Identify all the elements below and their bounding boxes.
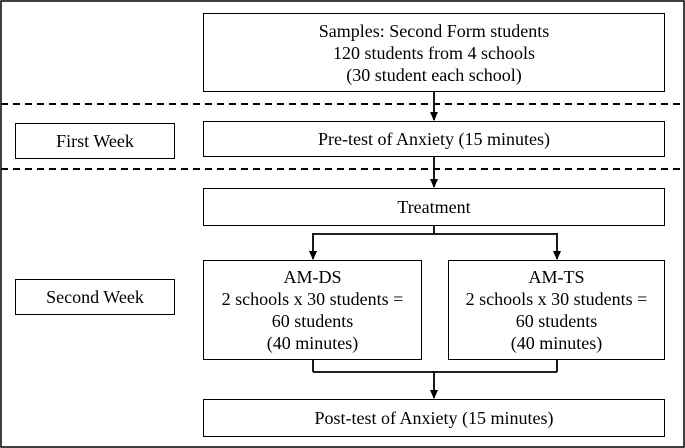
am-ds-duration: (40 minutes): [266, 333, 359, 353]
am-ds-title: AM-DS: [283, 267, 342, 287]
am-ds-students: 60 students: [271, 311, 354, 331]
treatment-box: Treatment: [203, 188, 665, 226]
samples-per-school: (30 student each school): [346, 64, 522, 85]
am-ds-box: AM-DS 2 schools x 30 students = 60 stude…: [203, 260, 422, 360]
am-ts-box: AM-TS 2 schools x 30 students = 60 stude…: [448, 260, 665, 360]
am-ds-formula: 2 schools x 30 students =: [221, 289, 404, 309]
am-ts-duration: (40 minutes): [510, 333, 603, 353]
samples-title: Samples: Second Form students: [318, 20, 550, 41]
samples-count: 120 students from 4 schools: [333, 42, 535, 63]
posttest-box: Post-test of Anxiety (15 minutes): [203, 399, 665, 437]
pretest-box: Pre-test of Anxiety (15 minutes): [203, 121, 665, 157]
samples-box: Samples: Second Form students 120 studen…: [203, 13, 665, 92]
second-week-label: Second Week: [15, 279, 175, 315]
am-ts-formula: 2 schools x 30 students =: [465, 289, 648, 309]
am-ts-title: AM-TS: [528, 267, 585, 287]
am-ts-students: 60 students: [515, 311, 598, 331]
first-week-label: First Week: [15, 123, 175, 159]
